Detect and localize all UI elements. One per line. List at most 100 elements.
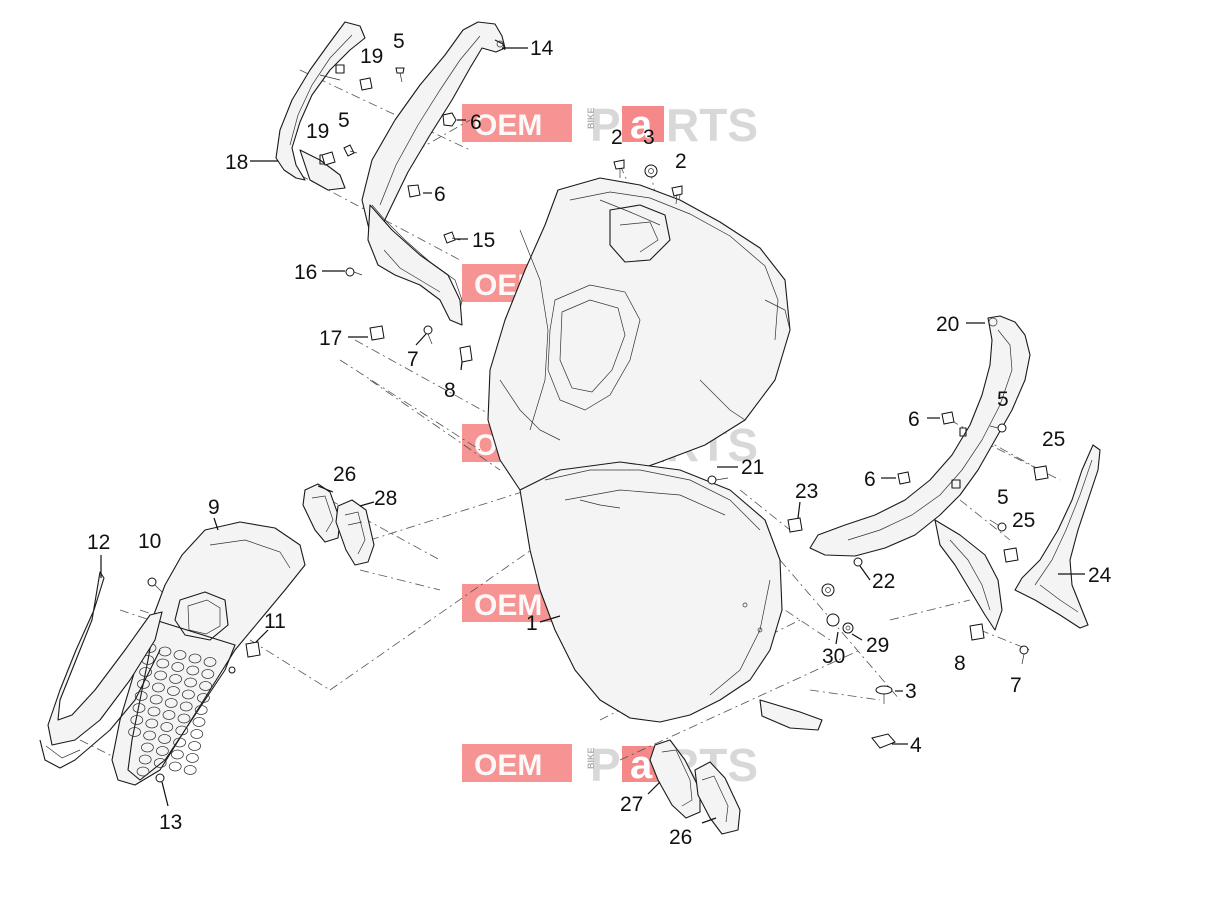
callout-1: 1 <box>526 612 538 635</box>
part-18-left-trim <box>275 21 366 191</box>
svg-text:a: a <box>630 743 653 787</box>
clip-19-second <box>321 151 336 166</box>
svg-text:BIKE: BIKE <box>586 747 596 769</box>
grille-cell <box>171 662 185 672</box>
callout-10: 10 <box>138 530 161 553</box>
callout-19-top: 19 <box>360 45 383 68</box>
washer-30 <box>826 613 840 627</box>
grille-cell <box>182 689 195 700</box>
grille-cell <box>145 718 159 729</box>
screw-16 <box>345 267 363 277</box>
callout-5-top: 5 <box>393 30 405 53</box>
part-26-cover-upper <box>302 483 341 543</box>
screw-5-right-upper <box>989 423 1007 433</box>
watermark-1: OEM BIKE P a RTS <box>462 99 758 151</box>
screw-10 <box>147 577 163 593</box>
grille-cell <box>171 749 184 760</box>
grille-cell <box>173 737 186 748</box>
screw-11-small <box>228 666 236 674</box>
grille-cell <box>203 657 217 667</box>
grille-cell <box>192 717 206 727</box>
callout-7-left: 7 <box>407 348 419 371</box>
callout-8-left: 8 <box>444 379 456 402</box>
callout-6-right-upper: 6 <box>908 408 920 431</box>
callout-26-upper: 26 <box>333 463 356 486</box>
callout-6-second: 6 <box>434 183 446 206</box>
screw-22 <box>853 557 863 567</box>
grille-cell <box>128 727 141 737</box>
grille-cell <box>149 694 163 705</box>
grille-cell <box>136 766 150 777</box>
grille-cell <box>138 754 152 765</box>
grille-cell <box>194 705 208 715</box>
grille-cell <box>137 679 150 689</box>
grille-cell <box>197 693 210 703</box>
callout-9: 9 <box>208 496 220 519</box>
leader-lines <box>100 47 1085 824</box>
svg-text:RTS: RTS <box>666 99 758 151</box>
callout-20: 20 <box>936 313 959 336</box>
part-14-upper-rail <box>361 21 506 326</box>
nut-6-second <box>407 184 421 198</box>
grille-cell <box>169 674 182 684</box>
callout-3-top: 3 <box>643 126 655 149</box>
screw-15 <box>443 231 461 244</box>
screw-7-right <box>1019 645 1029 665</box>
grille-cell <box>156 658 170 669</box>
part-1-front-shield <box>487 177 791 501</box>
grille-cell <box>130 715 144 725</box>
washer-3-top <box>644 164 658 178</box>
callout-5-right-upper: 5 <box>997 388 1009 411</box>
grille-cell <box>188 741 201 751</box>
svg-text:OEM: OEM <box>474 589 542 622</box>
callout-7-right: 7 <box>1010 674 1022 697</box>
screw-3-bottom <box>875 685 893 704</box>
part-12-side-strip <box>39 571 163 769</box>
grille-cell <box>186 753 199 763</box>
grille-cell <box>153 758 167 768</box>
svg-text:a: a <box>630 103 653 147</box>
grille-cell <box>184 677 197 688</box>
callout-16: 16 <box>294 261 317 284</box>
grille-cell <box>143 730 156 741</box>
callout-26-lower: 26 <box>669 826 692 849</box>
clip-11 <box>245 641 261 658</box>
washer-29-top <box>821 583 835 597</box>
callout-25-lower: 25 <box>1012 509 1035 532</box>
grille-cell <box>132 703 146 713</box>
grille-cell <box>158 734 171 744</box>
grille-cell <box>134 691 148 701</box>
grille-cell <box>147 706 161 717</box>
callout-27: 27 <box>620 793 643 816</box>
part-1-lower-shield <box>519 461 823 731</box>
callout-30: 30 <box>822 645 845 668</box>
grille-cell <box>186 665 200 676</box>
callout-2-left: 2 <box>611 126 623 149</box>
grille-cell <box>139 667 152 677</box>
callout-19-second: 19 <box>306 120 329 143</box>
grille-cell <box>152 682 165 693</box>
callout-25-upper: 25 <box>1042 428 1065 451</box>
screw-5-top <box>395 67 405 83</box>
callout-6-top: 6 <box>470 111 482 134</box>
callout-21: 21 <box>741 456 764 479</box>
grille-cell <box>156 746 169 756</box>
clip-8-right <box>969 623 985 641</box>
callout-28: 28 <box>374 487 397 510</box>
callout-4: 4 <box>910 734 922 757</box>
part-27-lens-lower <box>649 739 701 819</box>
svg-text:OEM: OEM <box>474 109 542 142</box>
grille-cell <box>183 765 197 775</box>
grille-cell <box>162 710 176 720</box>
callout-3-bottom: 3 <box>905 680 917 703</box>
callout-12: 12 <box>87 531 110 554</box>
callout-22: 22 <box>872 570 895 593</box>
fasteners <box>147 67 1049 783</box>
clip-23 <box>787 517 803 533</box>
part-26-cover-lower <box>694 761 741 835</box>
grille-cell <box>179 701 193 712</box>
svg-text:BIKE: BIKE <box>586 107 596 129</box>
callout-23: 23 <box>795 480 818 503</box>
grille-cell <box>141 742 154 753</box>
